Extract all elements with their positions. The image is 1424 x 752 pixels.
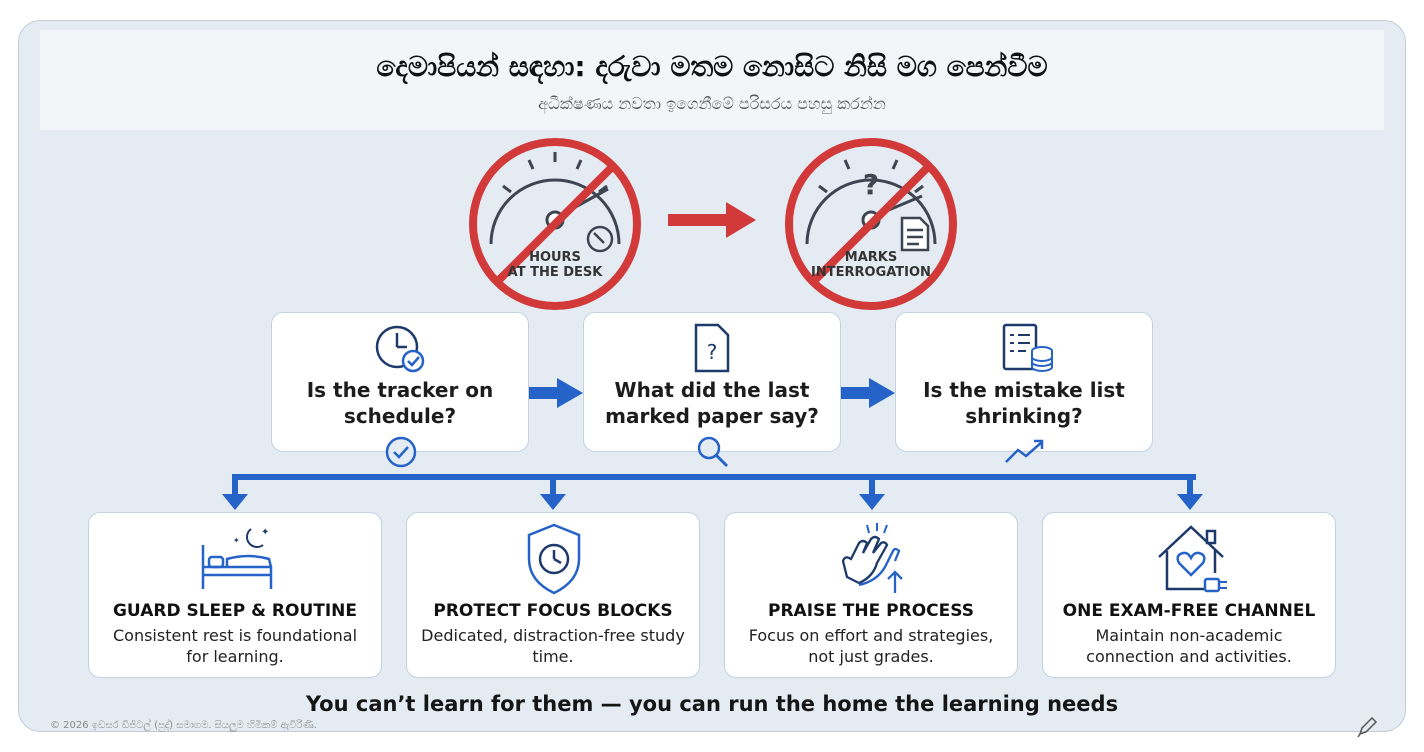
question-card-tracker: Is the tracker on schedule? xyxy=(271,312,529,452)
pen-icon xyxy=(1357,716,1378,738)
home-heart-icon xyxy=(1158,525,1227,593)
action-description: Maintain non-academic connection and act… xyxy=(1086,626,1292,666)
header-banner: දෙමාපියන් සඳහා: දරුවා මතම නොසිට නිසි මග … xyxy=(40,30,1384,130)
stop-hours-label: HOURS AT THE DESK xyxy=(507,250,603,280)
clock-check-icon xyxy=(375,325,425,373)
question-text: Is the mistake list shrinking? xyxy=(923,378,1125,428)
action-card-sleep: ✦ ✦ GUARD SLEEP & ROUTINE Consistent res… xyxy=(88,512,382,678)
action-card-praise: PRAISE THE PROCESS Focus on effort and s… xyxy=(724,512,1018,678)
action-description: Focus on effort and strategies, not just… xyxy=(748,626,994,666)
stop-hours-gauge xyxy=(469,138,641,310)
question-document-icon: ? xyxy=(694,323,730,373)
red-arrow-icon xyxy=(668,202,756,238)
blue-arrow-icon xyxy=(529,378,583,408)
action-card-focus: PROTECT FOCUS BLOCKS Dedicated, distract… xyxy=(406,512,700,678)
svg-text:✦: ✦ xyxy=(233,536,240,545)
question-mark-icon: ? xyxy=(863,168,879,201)
blue-arrow-icon xyxy=(841,378,895,408)
stop-marks-label: MARKS INTERROGATION xyxy=(811,250,931,280)
document-icon xyxy=(900,216,930,252)
action-card-channel: ONE EXAM-FREE CHANNEL Maintain non-acade… xyxy=(1042,512,1336,678)
svg-text:✦: ✦ xyxy=(261,527,269,538)
copyright-footer: © 2026 ඉඩසර ඩිජිටල් (පුද්) සමාගම. සියලුම… xyxy=(50,720,317,731)
check-circle-icon xyxy=(385,436,417,468)
clapping-hands-icon xyxy=(841,523,903,593)
question-text: What did the last marked paper say? xyxy=(605,378,819,428)
clock-icon xyxy=(586,225,614,253)
action-title: PRAISE THE PROCESS xyxy=(768,601,974,621)
stop-marks-gauge: ? xyxy=(785,138,957,310)
bed-moon-icon: ✦ ✦ xyxy=(201,527,273,589)
question-card-mistakes: Is the mistake list shrinking? xyxy=(895,312,1153,452)
trend-arrow-icon xyxy=(1005,439,1044,463)
action-description: Dedicated, distraction-free study time. xyxy=(421,626,685,666)
action-title: PROTECT FOCUS BLOCKS xyxy=(433,601,673,621)
question-card-paper: ? What did the last marked paper say? xyxy=(583,312,841,452)
distribution-connector xyxy=(222,474,1203,510)
page-title: දෙමාපියන් සඳහා: දරුවා මතම නොසිට නිසි මග … xyxy=(376,50,1048,83)
page-subtitle: අධීක්ෂණය නවතා ඉගෙනීමේ පරිසරය පහසු කරන්න xyxy=(538,94,886,113)
checklist-coins-icon xyxy=(1002,323,1053,372)
svg-text:?: ? xyxy=(707,340,718,364)
question-text: Is the tracker on schedule? xyxy=(306,378,494,428)
magnifier-icon xyxy=(697,436,729,468)
tagline: You can’t learn for them — you can run t… xyxy=(305,692,1119,716)
action-description: Consistent rest is foundational for lear… xyxy=(112,626,358,666)
shield-clock-icon xyxy=(527,523,581,595)
gauge-icon xyxy=(489,152,621,245)
action-title: GUARD SLEEP & ROUTINE xyxy=(112,601,358,621)
action-title: ONE EXAM-FREE CHANNEL xyxy=(1062,601,1316,621)
